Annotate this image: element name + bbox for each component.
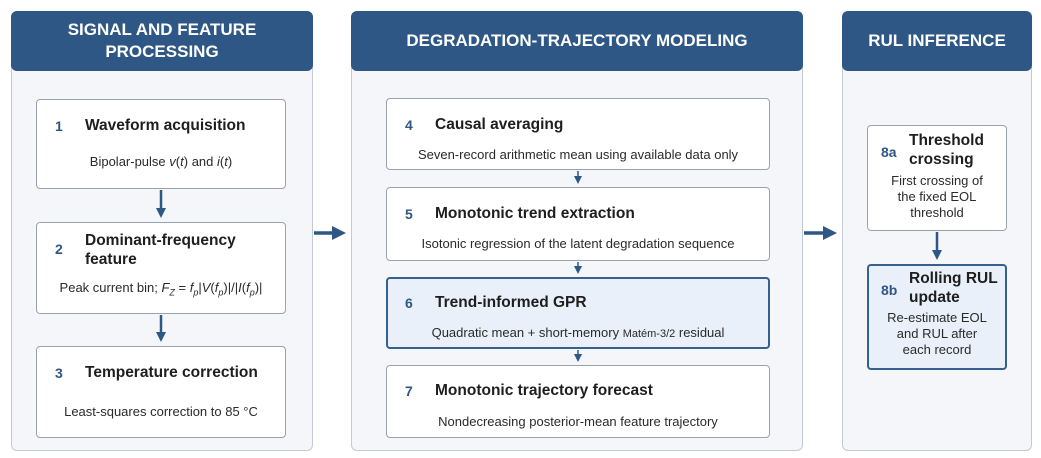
step-title: Causal averaging: [435, 116, 564, 133]
step-description: Peak current bin; FZ = fp|V(fp)|/|I(fp)|: [59, 280, 263, 298]
step-number: 1: [55, 118, 63, 134]
step-description: First crossing of the fixed EOL threshol…: [891, 173, 983, 220]
step-description: Quadratic mean + short-memory Matém-3/2 …: [388, 324, 768, 343]
desc-part: Quadratic mean + short-memory: [431, 325, 623, 340]
step-title: Monotonic trajectory forecast: [435, 382, 653, 399]
step-2-dominant-frequency-feature: 2 Dominant-frequency feature Peak curren…: [36, 222, 286, 314]
step-description: Re-estimate EOL and RUL after each recor…: [887, 310, 987, 357]
step-number: 8b: [881, 282, 898, 298]
step-description: Seven-record arithmetic mean using avail…: [417, 147, 739, 162]
step-description: Isotonic regression of the latent degrad…: [421, 236, 735, 251]
desc-kernel-name: Matém-3/2: [622, 328, 676, 340]
step-number: 3: [55, 365, 63, 381]
step-4-causal-averaging: 4 Causal averaging Seven-record arithmet…: [386, 98, 770, 170]
step-number: 7: [405, 383, 413, 399]
step-number: 2: [55, 241, 63, 257]
desc-part: residual: [675, 325, 725, 340]
step-description: Least-squares correction to 85 °C: [64, 404, 258, 419]
panel-header-rul-inference: RUL INFERENCE: [842, 11, 1032, 71]
step-6-trend-informed-gpr: 6 Trend-informed GPR Quadratic mean + sh…: [386, 277, 770, 349]
step-title: Threshold crossing: [909, 132, 984, 168]
step-8b-rolling-rul-update: 8b Rolling RUL update Re-estimate EOL an…: [867, 264, 1007, 370]
step-title: Trend-informed GPR: [435, 294, 587, 311]
step-title: Rolling RUL update: [909, 270, 998, 306]
step-1-waveform-acquisition: 1 Waveform acquisition Bipolar-pulse v(t…: [36, 99, 286, 189]
step-7-monotonic-trajectory-forecast: 7 Monotonic trajectory forecast Nondecre…: [386, 365, 770, 438]
step-number: 8a: [881, 144, 897, 160]
step-title: Waveform acquisition: [85, 117, 246, 134]
step-title: Temperature correction: [85, 364, 258, 381]
panel-header-degradation-trajectory-modeling: DEGRADATION-TRAJECTORY MODELING: [351, 11, 803, 71]
step-title: Monotonic trend extraction: [435, 205, 635, 222]
step-8a-threshold-crossing: 8a Threshold crossing First crossing of …: [867, 125, 1007, 231]
step-number: 4: [405, 117, 413, 133]
panel-rul-inference: RUL INFERENCE: [842, 11, 1032, 451]
step-3-temperature-correction: 3 Temperature correction Least-squares c…: [36, 346, 286, 438]
step-5-monotonic-trend-extraction: 5 Monotonic trend extraction Isotonic re…: [386, 187, 770, 261]
step-description: Nondecreasing posterior-mean feature tra…: [438, 414, 718, 429]
step-description: Bipolar-pulse v(t) and i(t): [89, 154, 233, 169]
step-number: 5: [405, 206, 413, 222]
step-title: Dominant-frequency feature: [85, 232, 236, 268]
panel-header-signal-feature-processing: SIGNAL AND FEATURE PROCESSING: [11, 11, 313, 71]
step-number: 6: [405, 295, 413, 311]
